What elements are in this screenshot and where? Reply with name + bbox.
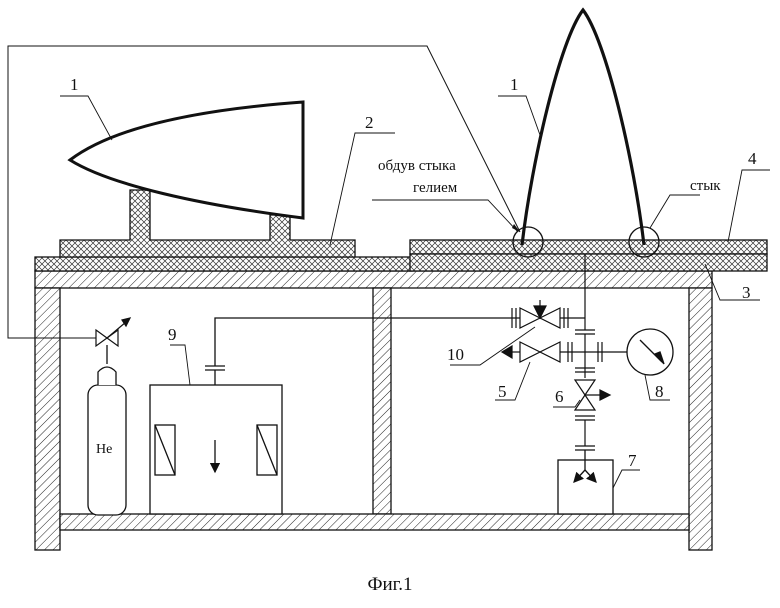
table-top-bar <box>35 271 712 288</box>
helium-cylinder <box>88 345 126 515</box>
plate-3-right <box>410 254 767 271</box>
label-1-right: 1 <box>510 75 519 94</box>
pump-7 <box>558 450 613 514</box>
label-6: 6 <box>555 387 564 406</box>
helium-label: He <box>96 442 112 457</box>
plate-4 <box>410 240 767 254</box>
label-3: 3 <box>742 283 751 302</box>
plate-3-left <box>35 257 412 271</box>
plates <box>35 190 767 271</box>
label-8: 8 <box>655 382 664 401</box>
label-2: 2 <box>365 113 374 132</box>
label-7: 7 <box>628 451 637 470</box>
nose-cone-right <box>522 10 644 245</box>
label-1-left: 1 <box>70 75 79 94</box>
label-5: 5 <box>498 382 507 401</box>
valve-10 <box>512 300 585 328</box>
valve-6 <box>575 380 610 450</box>
leader-9 <box>170 345 190 385</box>
post-middle <box>373 288 391 514</box>
pressure-gauge-8 <box>610 329 673 375</box>
joint-label: стык <box>690 178 721 194</box>
leader-7 <box>613 470 640 488</box>
blow-leader-head <box>512 224 520 232</box>
manifold <box>560 330 610 378</box>
label-10: 10 <box>447 345 464 364</box>
cylinder-neck <box>98 367 116 385</box>
cylinder-valve <box>96 318 130 346</box>
leader-1-right <box>498 96 540 135</box>
leader-blow <box>372 200 518 232</box>
chamber-9 <box>150 318 520 514</box>
leader-4 <box>728 170 770 242</box>
bottom-shelf <box>60 514 689 530</box>
nose-cone-left <box>70 102 303 218</box>
label-4: 4 <box>748 149 757 168</box>
leg-right <box>689 288 712 550</box>
leader-2 <box>330 133 395 245</box>
blow-line-1: обдув стыка <box>378 158 456 174</box>
valve-5 <box>502 342 560 362</box>
figure-caption: Фиг.1 <box>0 574 780 596</box>
leader-joint <box>650 195 700 228</box>
leader-1-left <box>60 96 112 140</box>
leg-left <box>35 288 60 550</box>
blow-line-2: гелием <box>413 180 458 196</box>
label-9: 9 <box>168 325 177 344</box>
